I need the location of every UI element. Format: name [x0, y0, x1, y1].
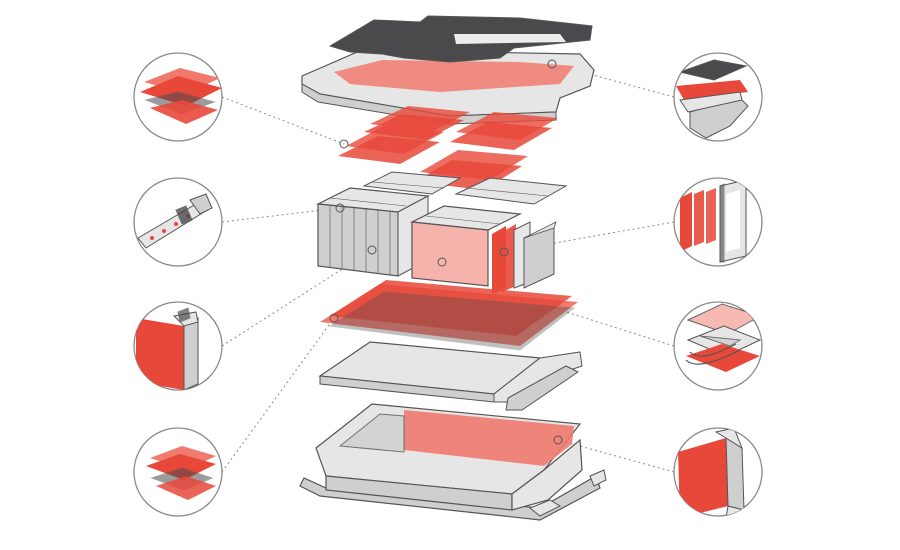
- callout-right-2: [673, 177, 763, 267]
- leader-line-right-3: [559, 309, 675, 347]
- callout-right-3: [673, 301, 763, 391]
- leader-line-right-2: [503, 221, 675, 253]
- leader-line-left-4: [221, 317, 335, 473]
- callout-left-2: [133, 177, 223, 267]
- callout-right-4: [673, 427, 763, 517]
- marker-barrier: [437, 257, 447, 267]
- bottom-gap-pads: [320, 280, 578, 351]
- housing-tray: [299, 403, 607, 521]
- indicator-markers: [329, 59, 563, 445]
- marker-pads: [339, 139, 349, 149]
- cover-assembly: [301, 15, 595, 125]
- cell-modules: [315, 171, 568, 294]
- marker-housing: [553, 435, 563, 445]
- callout-left-3: [133, 301, 223, 391]
- leader-line-left-1: [221, 96, 345, 145]
- marker-module-top: [335, 203, 345, 213]
- marker-module-side: [367, 245, 377, 255]
- marker-gap-pads: [329, 313, 339, 323]
- callout-right-1: [673, 52, 763, 142]
- cooling-plate: [318, 341, 583, 411]
- callout-left-4: [133, 427, 223, 517]
- callout-left-1: [133, 52, 223, 142]
- marker-cover: [547, 59, 557, 69]
- marker-plates: [499, 247, 509, 257]
